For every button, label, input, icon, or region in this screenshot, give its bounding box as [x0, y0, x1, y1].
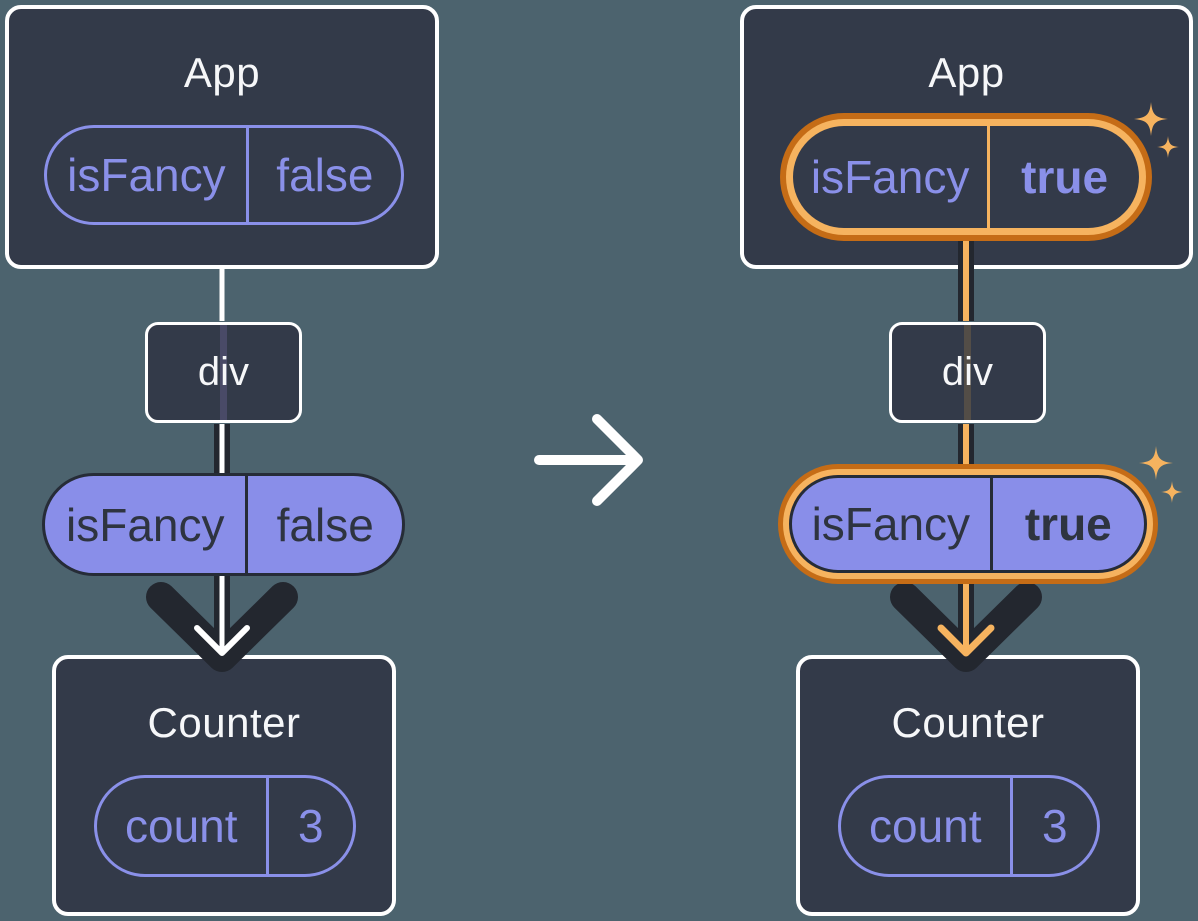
transition-arrow-icon	[534, 414, 643, 506]
counter-title: Counter	[891, 699, 1045, 746]
prop-value: true	[1024, 498, 1112, 550]
counter-state-pill-before: count 3	[94, 775, 356, 877]
sparkle-icon	[1161, 481, 1183, 503]
state-value: 3	[1041, 800, 1068, 852]
passed-prop-pill-before: isFancy false	[42, 473, 405, 576]
prop-value: false	[276, 149, 374, 201]
app-title: App	[183, 49, 261, 96]
highlight-ring: isFancy true	[783, 469, 1153, 579]
arrow-prop-counter-after	[890, 580, 1042, 672]
div-label: div	[197, 350, 250, 394]
prop-value: true	[1021, 151, 1109, 203]
div-card-after: div	[889, 322, 1046, 423]
state-value: 3	[297, 800, 324, 852]
counter-title: Counter	[147, 699, 301, 746]
prop-value: false	[276, 498, 374, 551]
prop-name: isFancy	[47, 128, 249, 222]
app-prop-pill-before: isFancy false	[44, 125, 404, 225]
state-name: count	[841, 778, 1013, 874]
counter-state-pill-after: count 3	[838, 775, 1100, 877]
highlight-ring: isFancy true	[786, 119, 1146, 235]
prop-name: isFancy	[792, 478, 993, 570]
prop-name: isFancy	[793, 126, 991, 228]
prop-name: isFancy	[45, 476, 249, 573]
div-label: div	[941, 350, 994, 394]
div-card-before: div	[145, 322, 302, 423]
counter-card-before: Counter count 3	[52, 655, 396, 916]
connector-stripe	[964, 325, 971, 420]
counter-card-after: Counter count 3	[796, 655, 1140, 916]
passed-prop-pill-after-highlight: isFancy true	[778, 464, 1158, 584]
connector-stripe	[220, 325, 227, 420]
state-name: count	[97, 778, 269, 874]
arrow-prop-counter-before	[146, 572, 298, 672]
passed-prop-pill-after: isFancy true	[789, 475, 1147, 573]
sparkle-icon	[1139, 446, 1173, 480]
app-prop-pill-after-highlight: isFancy true	[780, 113, 1152, 241]
app-card-before: App isFancy false	[5, 5, 439, 269]
app-title: App	[928, 49, 1005, 96]
app-prop-pill-after: isFancy true	[793, 126, 1139, 228]
